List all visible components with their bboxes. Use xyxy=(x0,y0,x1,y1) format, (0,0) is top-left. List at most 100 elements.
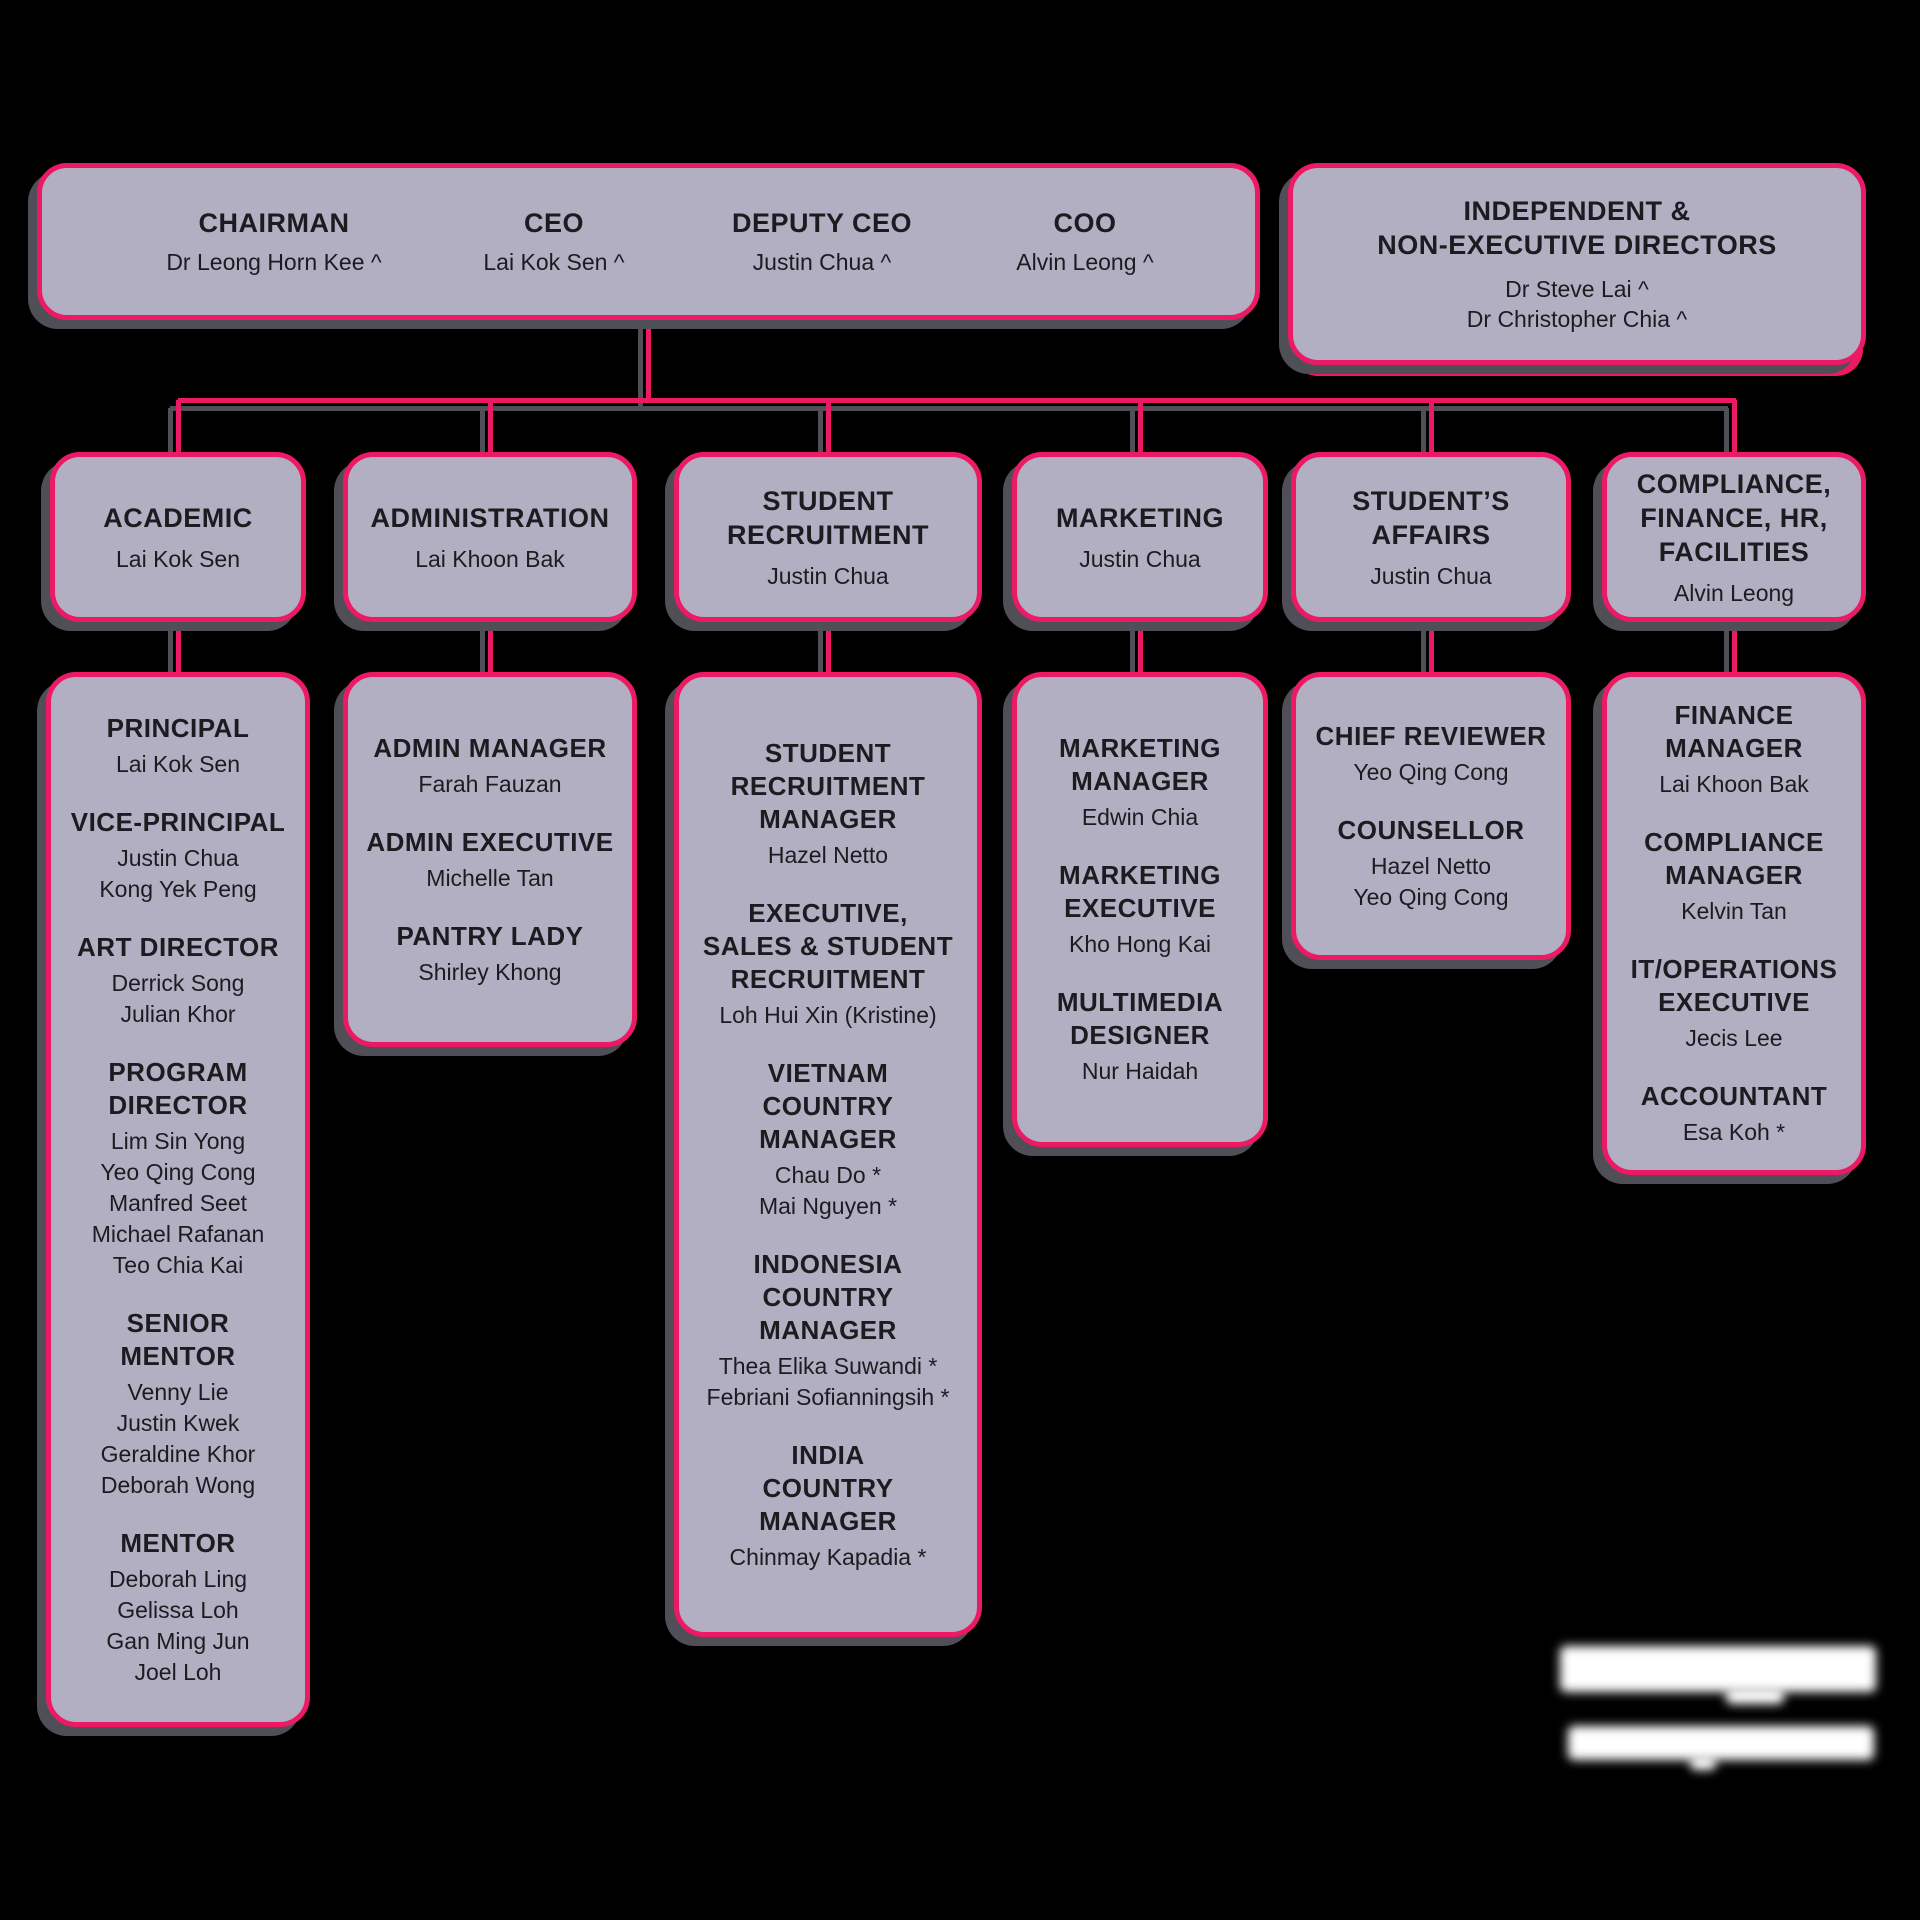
person-name: Jecis Lee xyxy=(1685,1025,1783,1051)
person-name: Lai Kok Sen ^ xyxy=(483,248,625,275)
exec-role-chairman: CHAIRMAN Dr Leong Horn Kee ^ xyxy=(166,207,381,277)
person-name: Dr Christopher Chia ^ xyxy=(1466,306,1688,332)
role-title: CHIEF REVIEWER xyxy=(1316,720,1547,753)
role-names: Hazel Netto xyxy=(731,840,926,871)
role-group: PANTRY LADY Shirley Khong xyxy=(396,920,583,988)
role-title-line: RECRUITMENT xyxy=(730,770,926,801)
role-names: Kelvin Tan xyxy=(1644,896,1824,927)
role-title-line: MENTOR xyxy=(120,1527,236,1558)
role-title-line: MANAGER xyxy=(1665,860,1803,890)
role-title-line: DIRECTOR xyxy=(108,1089,248,1120)
role-names: Lai Kok Sen xyxy=(107,749,250,780)
exec-role-ceo: CEO Lai Kok Sen ^ xyxy=(483,207,624,277)
department-title-line: MARKETING xyxy=(1056,502,1224,533)
person-name: Lai Khoon Bak xyxy=(1659,771,1809,797)
person-name: Justin Chua ^ xyxy=(752,248,892,275)
role-title: PANTRY LADY xyxy=(396,920,583,953)
role-title-line: CHIEF REVIEWER xyxy=(1315,720,1547,751)
connector-stub-marketing xyxy=(1138,620,1143,674)
role-title-line: COMPLIANCE xyxy=(1644,827,1824,857)
connector-stub-students-affairs xyxy=(1429,620,1434,674)
role-title-line: COUNTRY xyxy=(762,1090,894,1121)
role-title: ART DIRECTOR xyxy=(77,931,279,964)
person-name: Edwin Chia xyxy=(1081,804,1199,830)
role-title-line: VICE-PRINCIPAL xyxy=(70,806,286,837)
exec-role-deputy-ceo: DEPUTY CEO Justin Chua ^ xyxy=(732,207,912,277)
role-names: Shirley Khong xyxy=(396,957,583,988)
person-name: Teo Chia Kai xyxy=(112,1251,244,1278)
department-title-line: COMPLIANCE, xyxy=(1636,468,1832,499)
box-title: INDEPENDENT & NON-EXECUTIVE DIRECTORS xyxy=(1377,194,1777,262)
person-name: Kelvin Tan xyxy=(1681,898,1787,924)
exec-role-coo: COO Alvin Leong ^ xyxy=(1016,207,1153,277)
role-title: MENTOR xyxy=(106,1527,249,1560)
role-names: Loh Hui Xin (Kristine) xyxy=(703,1000,953,1031)
role-title-line: EXECUTIVE, xyxy=(748,897,908,928)
department-box-marketing: MARKETING Justin Chua xyxy=(1012,452,1268,622)
role-names: Chinmay Kapadia * xyxy=(730,1542,927,1573)
role-names: Lai Khoon Bak xyxy=(1659,769,1809,800)
legend-line-2-descender xyxy=(1690,1756,1716,1770)
department-title-line: FINANCE, HR, xyxy=(1640,502,1828,533)
department-title-line: STUDENT xyxy=(762,485,894,516)
role-names: Yeo Qing Cong xyxy=(1316,757,1547,788)
person-name: Deborah Wong xyxy=(100,1471,256,1498)
department-title-line: RECRUITMENT xyxy=(727,519,929,550)
legend-redacted-text xyxy=(1548,1630,1888,1790)
connector-stub-academic xyxy=(176,620,181,674)
person-name: Lim Sin Yong xyxy=(110,1127,246,1154)
department-title-line: AFFAIRS xyxy=(1371,519,1491,550)
role-title-line: MANAGER xyxy=(759,1123,897,1154)
person-name: Esa Koh * xyxy=(1682,1119,1786,1145)
role-title-line: COUNTRY xyxy=(762,1472,894,1503)
legend-line-1 xyxy=(1560,1646,1876,1692)
connector-stub-administration xyxy=(488,620,493,674)
role-title-line: VIETNAM xyxy=(767,1057,889,1088)
person-name: Thea Elika Suwandi * xyxy=(718,1352,938,1379)
role-title-line: MANAGER xyxy=(759,1314,897,1345)
person-name: Lai Kok Sen xyxy=(115,750,240,777)
legend-line-1-descender xyxy=(1726,1688,1784,1704)
department-head-name: Justin Chua xyxy=(767,562,889,589)
person-name: Justin Chua xyxy=(117,844,239,871)
person-name: Joel Loh xyxy=(134,1658,222,1685)
role-title: ADMIN EXECUTIVE xyxy=(366,826,613,859)
role-names: Farah Fauzan xyxy=(373,769,606,800)
person-names: Dr Steve Lai ^ Dr Christopher Chia ^ xyxy=(1467,274,1687,334)
department-head-name: Justin Chua xyxy=(1079,545,1201,572)
person-name: Kong Yek Peng xyxy=(99,875,257,902)
person-name: Febriani Sofianningsih * xyxy=(706,1383,950,1410)
role-title: ADMIN MANAGER xyxy=(373,732,606,765)
person-name: Dr Leong Horn Kee ^ xyxy=(166,248,382,275)
person-name: Loh Hui Xin (Kristine) xyxy=(719,1001,937,1028)
person-name: Hazel Netto xyxy=(767,841,889,868)
